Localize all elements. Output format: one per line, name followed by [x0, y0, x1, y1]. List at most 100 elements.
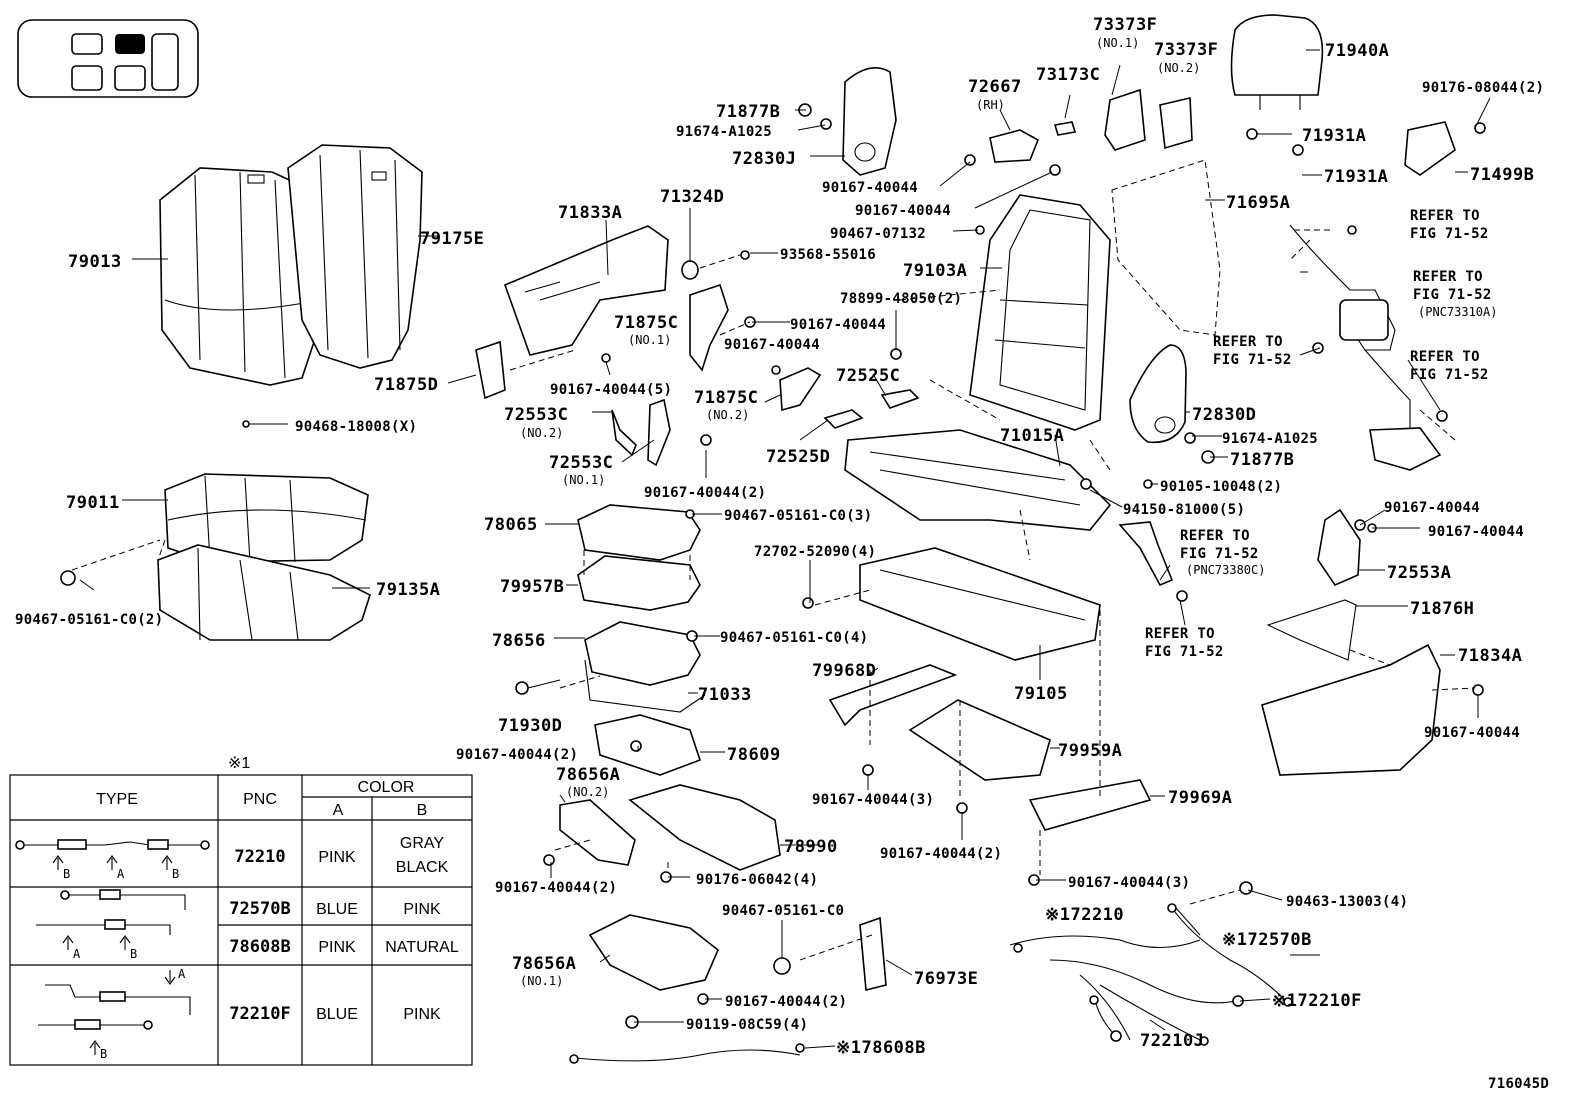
arrow-label-a-3: A [178, 967, 186, 981]
callout-label: 90105-10048(2) [1160, 479, 1282, 495]
side-shield-left-trim [475, 340, 506, 400]
table-row-3-b: NATURAL [385, 939, 459, 956]
callout-label: (NO.1) [1096, 36, 1139, 50]
callout-label: 71875C [694, 388, 758, 408]
clip-71324D [681, 260, 699, 280]
callout-label: 78065 [484, 515, 538, 535]
cover-72553C-no2 [611, 409, 637, 457]
clip-73173C [1053, 121, 1077, 136]
arrow-label-a-2: A [73, 947, 81, 961]
cover-72525D [823, 409, 864, 429]
callout-label: 91674-A1025 [676, 124, 772, 140]
callout-label: 71015A [1000, 426, 1064, 446]
callout-label: 90467-05161-C0(3) [724, 508, 872, 524]
seat-belt-upper [1289, 224, 1411, 430]
callout-label: 90167-40044 [855, 203, 951, 219]
callout-label: 71834A [1458, 646, 1522, 666]
under-cover-79968D [828, 664, 958, 727]
callout-label: 71931A [1302, 126, 1366, 146]
figure-code: 716045D [1488, 1076, 1549, 1092]
callout-label: 71695A [1226, 193, 1290, 213]
callout-label: 90167-40044 [724, 337, 820, 353]
pad-lower [577, 555, 701, 611]
arrow-label-b-2: B [172, 867, 179, 881]
seat-belt-buckle-lower [1369, 427, 1442, 471]
callout-label: (NO.2) [566, 785, 609, 799]
callout-label: 76973E [914, 969, 978, 989]
callout-label: 90167-40044 [790, 317, 886, 333]
callout-label: 79175E [420, 229, 484, 249]
bracket-71876H [1266, 599, 1357, 661]
callout-label: 73373F [1154, 40, 1218, 60]
callout-label: (NO.2) [706, 408, 749, 422]
callout-label: 90167-40044(2) [495, 880, 617, 896]
callout-label: FIG 71-52 [1145, 644, 1224, 660]
callout-label: 78656 [492, 631, 546, 651]
callout-label: 71931A [1324, 167, 1388, 187]
callout-label: 79011 [66, 493, 120, 513]
callout-label: FIG 71-52 [1213, 352, 1292, 368]
callout-label: (RH) [976, 98, 1005, 112]
callout-label: 90167-40044(2) [725, 994, 847, 1010]
callout-label: 78656A [512, 954, 576, 974]
callout-label: 78656A [556, 765, 620, 785]
table-row-3-pnc: 78608B [229, 937, 290, 957]
callout-label: 71877B [716, 102, 780, 122]
cable-72210-set [1009, 904, 1286, 1041]
callout-label: ※172570B [1222, 930, 1312, 950]
cover-72553A [1317, 508, 1361, 586]
seatback-frame [969, 194, 1111, 431]
callout-label: 72525C [836, 366, 900, 386]
table-row-2-pnc: 72570B [229, 899, 290, 919]
table-row-4-a: BLUE [316, 1006, 358, 1023]
callout-label: 90468-18008(X) [295, 419, 417, 435]
callout-label: 72830J [732, 149, 796, 169]
fasteners [60, 103, 1486, 1064]
callout-label: 72553A [1387, 563, 1451, 583]
callout-label: 71877B [1230, 450, 1294, 470]
seat-cushion-pad [157, 544, 371, 641]
lever-78990 [628, 784, 781, 871]
table-header-pnc: PNC [243, 791, 277, 808]
callout-label: 79105 [1014, 684, 1068, 704]
callout-label: 90167-40044 [1424, 725, 1520, 741]
headrest [1230, 14, 1324, 110]
callout-label: REFER TO [1410, 208, 1480, 224]
callout-label: 90119-08C59(4) [686, 1017, 808, 1033]
seat-cushion-cover [164, 473, 369, 563]
callout-label: 79968D [812, 661, 876, 681]
table-cable-72210-icon [15, 839, 210, 850]
callout-label: 78990 [784, 837, 838, 857]
callout-label: 72702-52090(4) [754, 544, 876, 560]
callout-label: 71875D [374, 375, 438, 395]
table-header-type: TYPE [96, 791, 138, 808]
callout-label: (NO.2) [1157, 61, 1200, 75]
arrow-label-b-4: B [100, 1047, 107, 1061]
callout-label: REFER TO [1410, 349, 1480, 365]
cover-72553C-no1 [647, 398, 671, 467]
table-row-4-pnc: 72210F [229, 1004, 290, 1024]
callout-label: 79959A [1058, 741, 1122, 761]
callout-label: REFER TO [1180, 528, 1250, 544]
hinge-cover-78656A-no2 [559, 799, 636, 866]
table-row-3-a: PINK [318, 939, 356, 956]
callout-label: 90463-13003(4) [1286, 894, 1408, 910]
side-shield-right [1261, 643, 1441, 776]
bracket-76973E [859, 916, 887, 992]
callout-label: 73173C [1036, 65, 1100, 85]
seat-track [859, 547, 1101, 661]
part-illustrations [9, 14, 1491, 1066]
seat-location-icon [17, 19, 199, 98]
callout-labels: 7901379175E71877B91674-A102572830J72667(… [15, 15, 1544, 1058]
callout-label: 71876H [1410, 599, 1474, 619]
bracket-78609 [594, 714, 702, 776]
callout-label: 90167-40044(2) [880, 846, 1002, 862]
callout-label: 79135A [376, 580, 440, 600]
armrest-right [1129, 344, 1187, 444]
callout-label: 90467-05161-C0(4) [720, 630, 868, 646]
callout-label: 79969A [1168, 788, 1232, 808]
table-row-1-b: GRAY [400, 835, 444, 852]
bracket-73373F-no2 [1159, 97, 1193, 150]
callout-label: FIG 71-52 [1410, 226, 1489, 242]
